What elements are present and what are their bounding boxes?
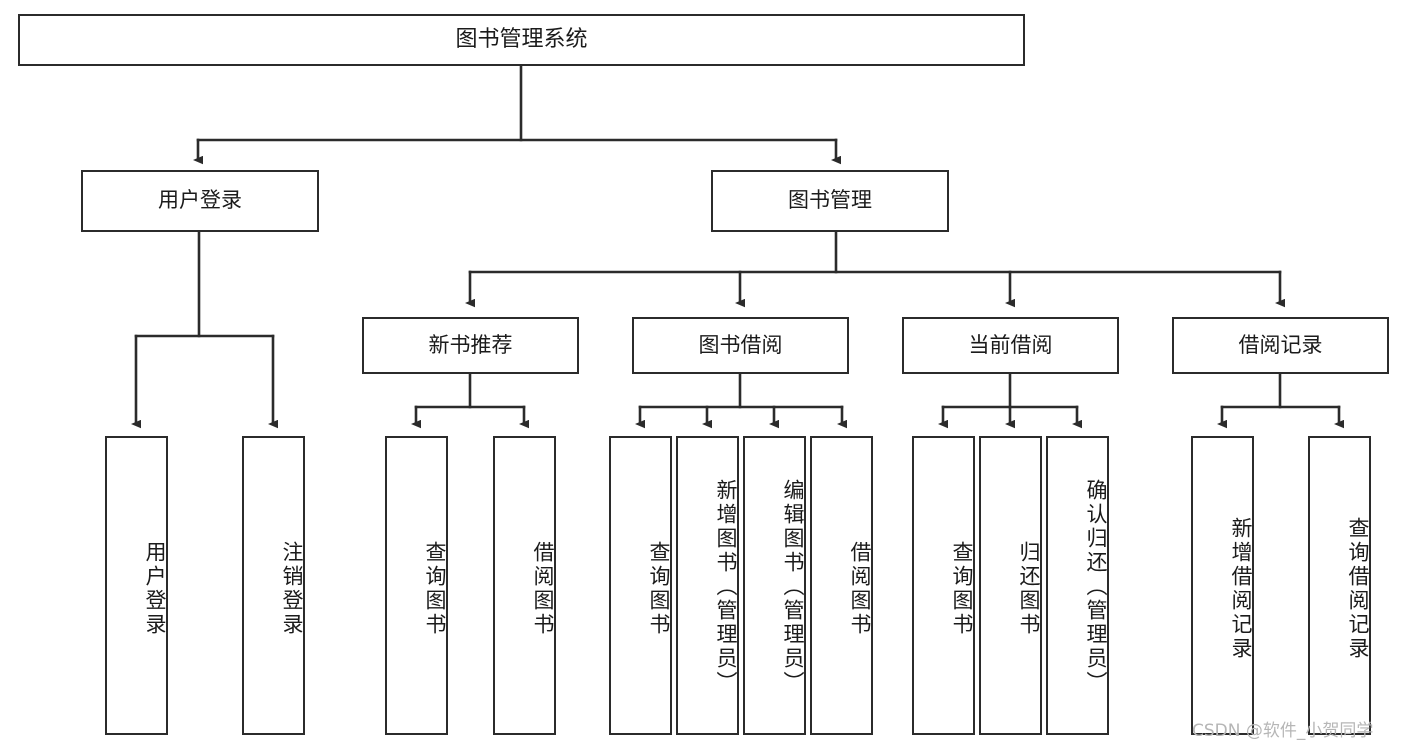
node-label: 查询图书 xyxy=(647,540,671,637)
node-new-book-recommend[interactable]: 新书推荐 xyxy=(362,317,579,374)
leaf-add-book-admin[interactable]: 新增图书（管理员） xyxy=(676,436,739,735)
leaf-logout-login[interactable]: 注销登录 xyxy=(242,436,305,735)
connector-user-login-to-leaves xyxy=(131,230,278,429)
leaf-return-book[interactable]: 归还图书 xyxy=(979,436,1042,735)
leaf-query-book-recommend[interactable]: 查询图书 xyxy=(385,436,448,735)
leaf-borrow-book[interactable]: 借阅图书 xyxy=(810,436,873,735)
connector-new-book-rec-to-leaves xyxy=(411,372,529,429)
node-label: 注销登录 xyxy=(280,540,304,637)
node-label: 归还图书 xyxy=(1017,540,1041,637)
connector-book-borrow-to-leaves xyxy=(635,372,847,429)
leaf-query-book-borrow[interactable]: 查询图书 xyxy=(609,436,672,735)
node-label: 当前借阅 xyxy=(968,332,1053,357)
node-label: 新增图书（管理员） xyxy=(714,478,738,695)
node-label: 借阅图书 xyxy=(531,540,555,637)
leaf-query-borrow-record[interactable]: 查询借阅记录 xyxy=(1308,436,1371,735)
leaf-borrow-book-recommend[interactable]: 借阅图书 xyxy=(493,436,556,735)
csdn-watermark: CSDN @软件_小贺同学 xyxy=(1192,721,1374,741)
node-borrow-record[interactable]: 借阅记录 xyxy=(1172,317,1389,374)
node-user-login[interactable]: 用户登录 xyxy=(81,170,319,232)
leaf-user-login[interactable]: 用户登录 xyxy=(105,436,168,735)
node-label: 用户登录 xyxy=(143,540,167,637)
node-label: 新增借阅记录 xyxy=(1229,516,1253,661)
node-label: 查询图书 xyxy=(423,540,447,637)
node-label: 用户登录 xyxy=(158,188,242,213)
node-label: 编辑图书（管理员） xyxy=(781,478,805,695)
node-label: 图书借阅 xyxy=(698,332,783,357)
node-current-borrow[interactable]: 当前借阅 xyxy=(902,317,1119,374)
node-label: 图书管理系统 xyxy=(455,26,588,52)
connector-root-to-level2 xyxy=(193,64,841,165)
node-label: 借阅记录 xyxy=(1238,332,1323,357)
leaf-confirm-return-admin[interactable]: 确认归还（管理员） xyxy=(1046,436,1109,735)
connector-borrow-record-to-leaves xyxy=(1217,372,1344,429)
leaf-query-book-current[interactable]: 查询图书 xyxy=(912,436,975,735)
node-label: 图书管理 xyxy=(788,188,872,213)
node-book-management[interactable]: 图书管理 xyxy=(711,170,949,232)
node-label: 确认归还（管理员） xyxy=(1084,478,1108,695)
connector-book-mgmt-to-level3 xyxy=(465,230,1285,308)
node-book-borrow[interactable]: 图书借阅 xyxy=(632,317,849,374)
node-label: 查询借阅记录 xyxy=(1346,516,1370,661)
node-label: 新书推荐 xyxy=(428,332,513,357)
leaf-edit-book-admin[interactable]: 编辑图书（管理员） xyxy=(743,436,806,735)
node-label: 查询图书 xyxy=(950,540,974,637)
leaf-add-borrow-record[interactable]: 新增借阅记录 xyxy=(1191,436,1254,735)
connector-current-borrow-to-leaves xyxy=(938,372,1082,429)
node-label: 借阅图书 xyxy=(848,540,872,637)
node-root-system[interactable]: 图书管理系统 xyxy=(18,14,1025,66)
